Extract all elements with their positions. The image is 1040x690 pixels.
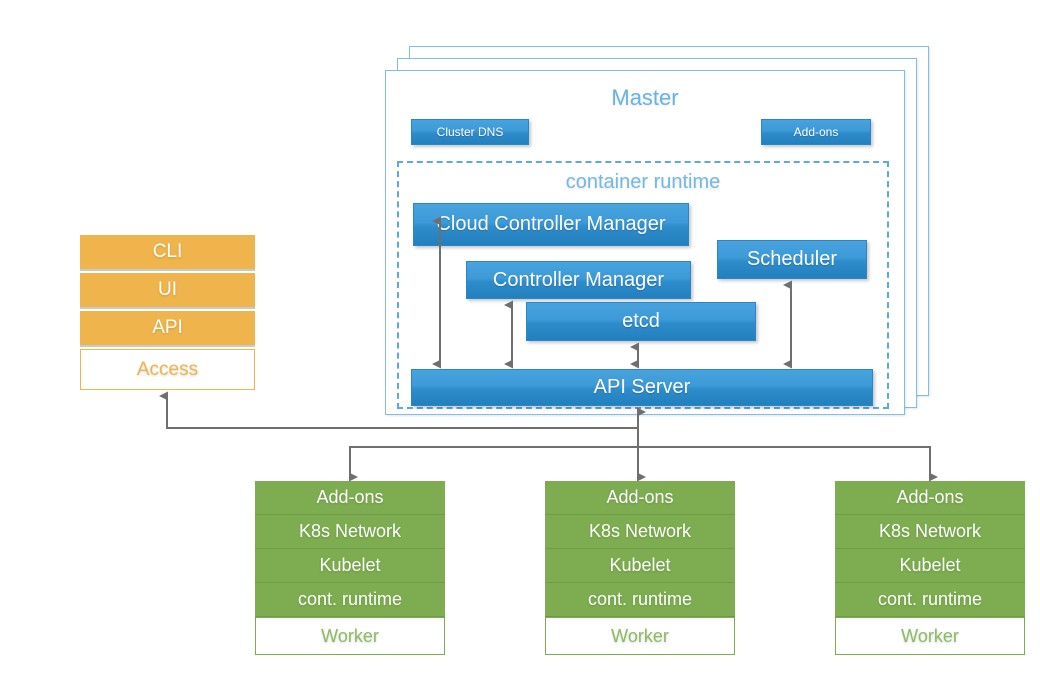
worker-row-addons-label: Add-ons [896,487,964,507]
worker-footer-label: Worker [901,625,959,646]
worker-row-addons-label: Add-ons [316,487,384,507]
master-panel[interactable]: Master Cluster DNS Add-ons container run… [385,70,905,415]
worker-row-k8s-network[interactable]: K8s Network [545,515,735,549]
access-row-ui-label: UI [158,279,177,300]
worker-row-cont-runtime-label: cont. runtime [587,589,693,609]
master-title: Master [611,85,679,110]
cluster-dns-label: Cluster DNS [436,125,504,139]
worker-row-cont-runtime-label: cont. runtime [297,589,403,609]
worker-row-k8s-network-label: K8s Network [588,521,692,541]
access-stack[interactable]: CLI UI API Access [80,235,255,390]
etcd-box[interactable]: etcd [526,302,756,341]
master-addons-box[interactable]: Add-ons [761,119,871,145]
worker-row-kubelet-label: Kubelet [319,555,381,575]
etcd-label: etcd [622,310,660,332]
cluster-dns-box[interactable]: Cluster DNS [411,119,529,145]
worker-row-kubelet-label: Kubelet [609,555,671,575]
worker-row-cont-runtime[interactable]: cont. runtime [545,583,735,617]
worker-row-k8s-network[interactable]: K8s Network [255,515,445,549]
worker-row-addons[interactable]: Add-ons [835,481,1025,515]
worker-row-kubelet-label: Kubelet [899,555,961,575]
worker-row-k8s-network-label: K8s Network [878,521,982,541]
scheduler-box[interactable]: Scheduler [717,240,867,279]
worker-row-cont-runtime-label: cont. runtime [877,589,983,609]
worker-row-kubelet[interactable]: Kubelet [545,549,735,583]
worker-row-kubelet[interactable]: Kubelet [835,549,1025,583]
cloud-controller-manager-label: Cloud Controller Manager [436,213,666,235]
worker-row-addons[interactable]: Add-ons [255,481,445,515]
worker-footer[interactable]: Worker [255,617,445,655]
wire-bus-to-worker3 [638,446,938,482]
worker-row-addons-label: Add-ons [606,487,674,507]
access-row-api[interactable]: API [80,311,255,347]
worker-row-cont-runtime[interactable]: cont. runtime [835,583,1025,617]
worker-row-k8s-network[interactable]: K8s Network [835,515,1025,549]
worker-footer-label: Worker [321,625,379,646]
worker-footer-label: Worker [611,625,669,646]
worker-row-addons[interactable]: Add-ons [545,481,735,515]
api-server-box[interactable]: API Server [411,369,873,406]
worker-footer[interactable]: Worker [545,617,735,655]
worker-node-2[interactable]: Add-ons K8s Network Kubelet cont. runtim… [545,481,735,655]
scheduler-label: Scheduler [746,248,838,270]
wire-bus-to-worker1 [349,446,638,482]
api-server-label: API Server [593,376,691,398]
worker-node-3[interactable]: Add-ons K8s Network Kubelet cont. runtim… [835,481,1025,655]
access-footer[interactable]: Access [80,349,255,390]
access-row-api-label: API [152,317,183,338]
worker-row-kubelet[interactable]: Kubelet [255,549,445,583]
cloud-controller-manager-box[interactable]: Cloud Controller Manager [413,203,689,246]
container-runtime-title: container runtime [565,171,721,193]
access-footer-label: Access [136,358,199,380]
access-row-cli-label: CLI [152,241,183,262]
worker-footer[interactable]: Worker [835,617,1025,655]
worker-node-1[interactable]: Add-ons K8s Network Kubelet cont. runtim… [255,481,445,655]
worker-row-cont-runtime[interactable]: cont. runtime [255,583,445,617]
controller-manager-label: Controller Manager [492,268,665,291]
master-addons-label: Add-ons [793,125,839,139]
worker-row-k8s-network-label: K8s Network [298,521,402,541]
controller-manager-box[interactable]: Controller Manager [466,261,691,299]
access-row-ui[interactable]: UI [80,273,255,309]
access-row-cli[interactable]: CLI [80,235,255,271]
